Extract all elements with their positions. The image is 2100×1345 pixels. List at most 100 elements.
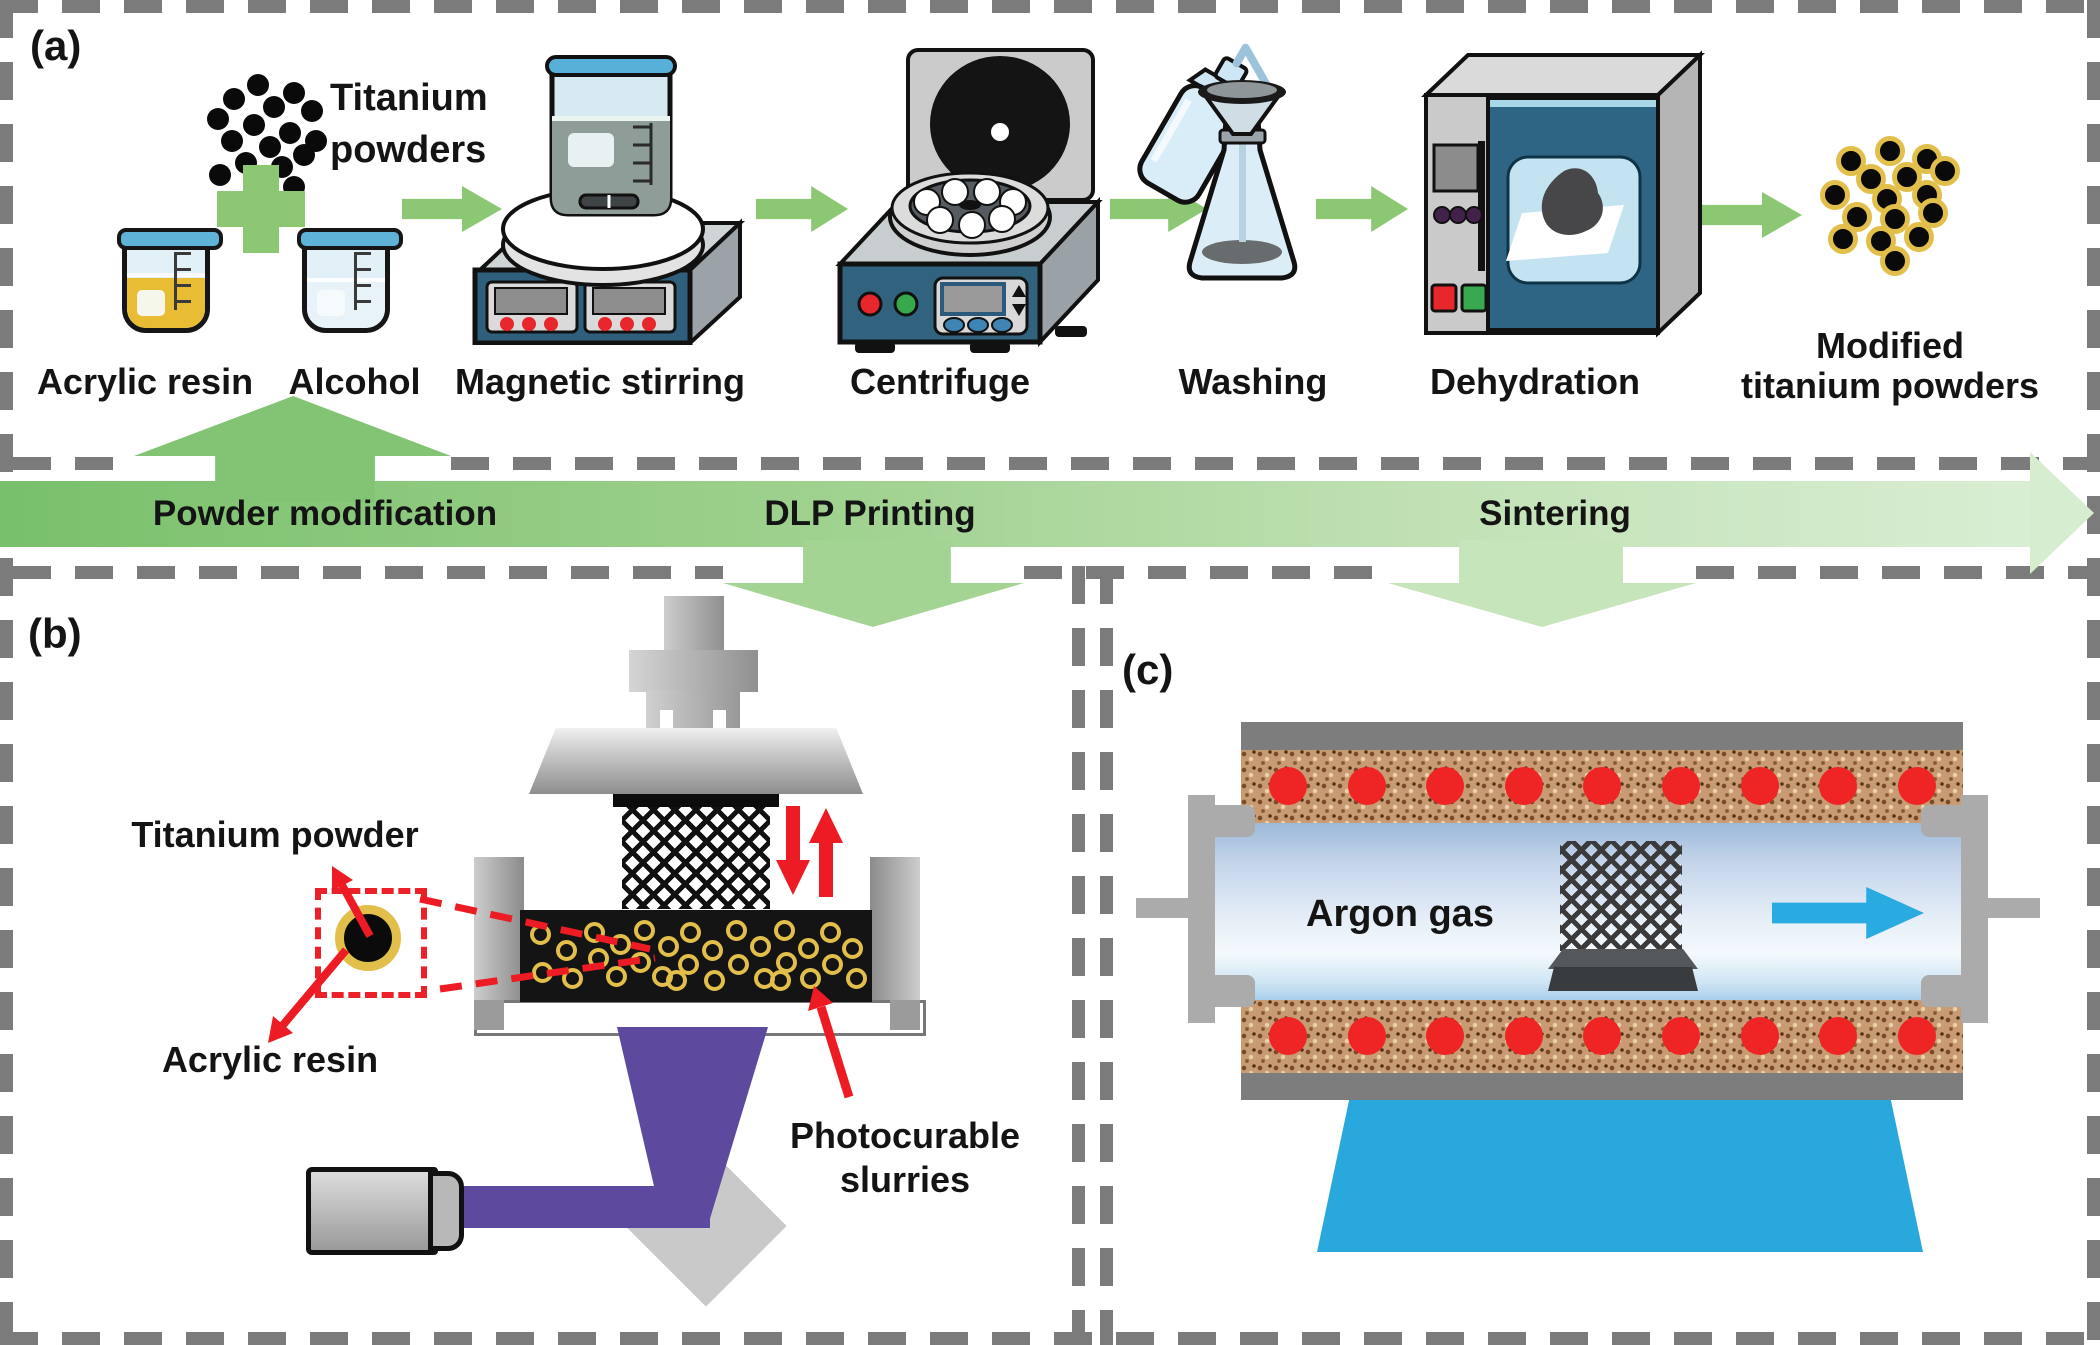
titanium-powder-dot xyxy=(259,136,281,158)
washing-illustration xyxy=(1137,43,1298,281)
zoom-link-line xyxy=(439,954,656,993)
slurry-particle-ring xyxy=(634,920,655,941)
sintering-lattice-part xyxy=(1560,841,1682,951)
border-right xyxy=(2087,0,2100,1345)
slurry-particle-ring xyxy=(774,920,795,941)
printer-piston-top xyxy=(664,596,724,652)
heating-element-icon xyxy=(1819,1017,1858,1055)
acrylic-resin-arrowhead-icon xyxy=(268,1016,293,1043)
washing-caption: Washing xyxy=(1178,361,1328,402)
printed-lattice-part xyxy=(622,807,770,909)
acrylic-resin-caption: Acrylic resin xyxy=(36,361,254,402)
photocurable-annotation-line2: slurries xyxy=(839,1159,971,1200)
heating-element-icon xyxy=(1662,1017,1700,1055)
panel-b-right-border xyxy=(1072,566,1085,1345)
modified-powder-dot xyxy=(1875,136,1905,166)
panel-b-top-border xyxy=(13,566,723,579)
modified-powder-dot xyxy=(1828,224,1858,254)
titanium-powder-arrow xyxy=(338,883,374,938)
panel-c-top-border xyxy=(1696,566,2087,579)
titanium-powder-arrowhead-icon xyxy=(332,866,353,891)
heating-element-icon xyxy=(1504,767,1543,805)
furnace-flange-left xyxy=(1188,795,1215,1023)
beaker-rim xyxy=(297,228,403,250)
furnace-stand xyxy=(1317,1100,1923,1252)
beaker-graduations xyxy=(174,252,191,310)
heating-element-icon xyxy=(1583,767,1622,805)
heating-element-icon xyxy=(1426,1017,1465,1055)
plus-icon xyxy=(217,191,305,227)
alcohol-caption: Alcohol xyxy=(288,361,421,402)
clevis-notch xyxy=(713,710,726,730)
slurry-particle-ring xyxy=(798,938,819,959)
titanium-powder-dot xyxy=(209,164,231,186)
heating-element-icon xyxy=(1504,1017,1543,1055)
modified-powder-dot xyxy=(1930,156,1960,186)
projector-body xyxy=(306,1167,438,1255)
slurry-particle-ring xyxy=(702,940,723,961)
slurry-particle-ring xyxy=(610,934,631,955)
slurry-particle-ring xyxy=(678,954,699,975)
heating-element-icon xyxy=(1662,767,1700,805)
slurry-particle-ring xyxy=(606,966,627,987)
acrylic-resin-arrow xyxy=(279,947,350,1028)
coated-particle-icon xyxy=(335,905,401,971)
slurry-particle-ring xyxy=(726,920,747,941)
acrylic-resin-beaker xyxy=(117,228,223,336)
titanium-powder-dot xyxy=(263,96,285,118)
heating-element-icon xyxy=(1897,1017,1936,1055)
modified-powder-dot xyxy=(1918,198,1948,228)
titanium-powder-dot xyxy=(207,108,229,130)
slurry-particle-ring xyxy=(728,954,749,975)
heating-element-icon xyxy=(1897,767,1936,805)
furnace-flange-right xyxy=(1961,795,1988,1023)
panel-b-label: (b) xyxy=(28,610,82,657)
photocurable-annotation-line1: Photocurable xyxy=(789,1115,1021,1156)
slurry-particle-ring xyxy=(800,968,821,989)
modified-powders-caption-line2: titanium powders xyxy=(1740,365,2040,406)
flange-tab xyxy=(1921,975,1961,1007)
heating-element-icon xyxy=(1740,1017,1779,1055)
photocurable-arrowhead-icon xyxy=(808,986,833,1011)
banner-stage-powder-modification: Powder modification xyxy=(152,494,498,533)
dehydration-caption: Dehydration xyxy=(1429,361,1641,402)
border-left xyxy=(0,0,13,1345)
heating-element-icon xyxy=(1819,767,1858,805)
photocurable-arrow xyxy=(816,1005,854,1099)
titanium-powders-label-line2: powders xyxy=(330,129,487,171)
centrifuge-illustration xyxy=(835,48,1103,353)
modified-powders-caption-line1: Modified xyxy=(1816,325,1964,366)
heating-element-icon xyxy=(1347,1017,1386,1055)
titanium-powder-dot xyxy=(293,144,315,166)
vat-support-right xyxy=(870,857,920,1004)
panel-a-label: (a) xyxy=(30,22,82,69)
furnace-bottom-bar xyxy=(1241,1073,1963,1100)
modified-powder-cluster xyxy=(1820,136,1965,278)
gas-outlet-stub xyxy=(1988,898,2040,918)
slurry-vat xyxy=(520,910,872,1002)
slurry-particle-ring xyxy=(770,970,791,991)
slurry-particle-ring xyxy=(822,954,843,975)
panel-c-left-border xyxy=(1100,566,1113,1345)
furnace-top-bar xyxy=(1241,722,1963,750)
slurry-particle-ring xyxy=(562,968,583,989)
panel-c-top-border xyxy=(1024,566,1388,579)
slurry-particle-ring xyxy=(680,922,701,943)
slurry-particle-ring xyxy=(846,968,867,989)
titanium-powder-dot xyxy=(247,74,269,96)
argon-gas-annotation: Argon gas xyxy=(1306,893,1494,935)
vat-foot-right xyxy=(890,1000,920,1030)
heating-element-icon xyxy=(1426,767,1465,805)
magnetic-stirrer-illustration xyxy=(472,55,746,345)
modified-powder-dot xyxy=(1904,222,1934,252)
platform-up-arrow-icon xyxy=(809,808,843,897)
border-bottom xyxy=(0,1332,2100,1345)
border-top xyxy=(0,0,2100,13)
build-plate xyxy=(613,794,779,807)
slurry-particle-ring xyxy=(750,936,771,957)
panel-a-bottom-border xyxy=(451,457,2087,470)
heating-element-icon xyxy=(1583,1017,1622,1055)
part-pedestal-top xyxy=(1548,949,1698,969)
modified-powder-dot xyxy=(1820,180,1850,210)
